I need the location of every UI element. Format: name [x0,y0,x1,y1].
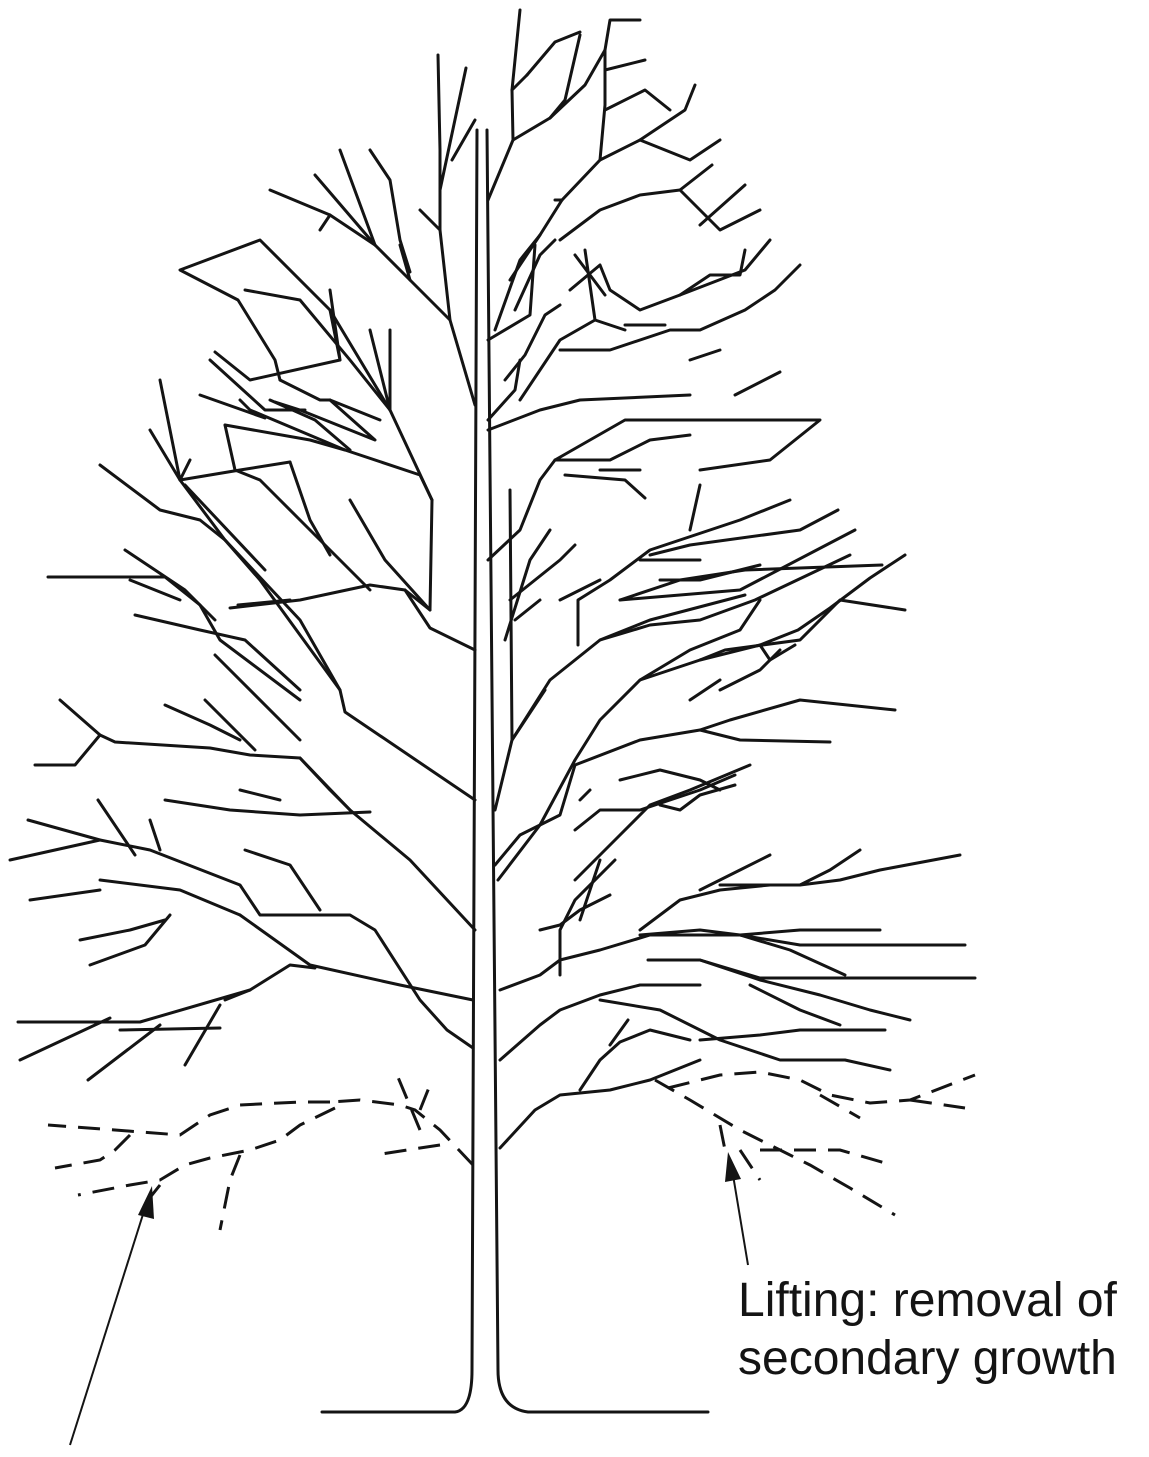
removed-secondary-branches [48,1070,975,1230]
crown-branches [10,10,975,1148]
annotation-arrows [70,1152,748,1445]
annotation-label-line-1: Lifting: removal of [738,1272,1117,1330]
right-arrow-head [725,1152,741,1182]
annotation-label-line-2: secondary growth [738,1330,1117,1388]
left-arrow-head [138,1186,154,1219]
